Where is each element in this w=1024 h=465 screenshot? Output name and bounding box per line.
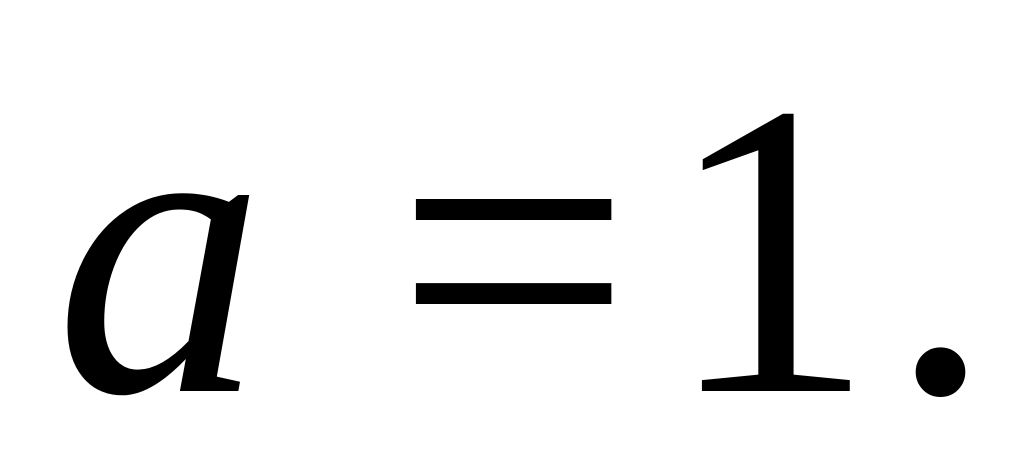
period: . — [888, 17, 993, 465]
value-one: 1 — [665, 17, 875, 465]
equals-sign: = — [395, 17, 632, 465]
variable-a: a — [55, 17, 265, 465]
